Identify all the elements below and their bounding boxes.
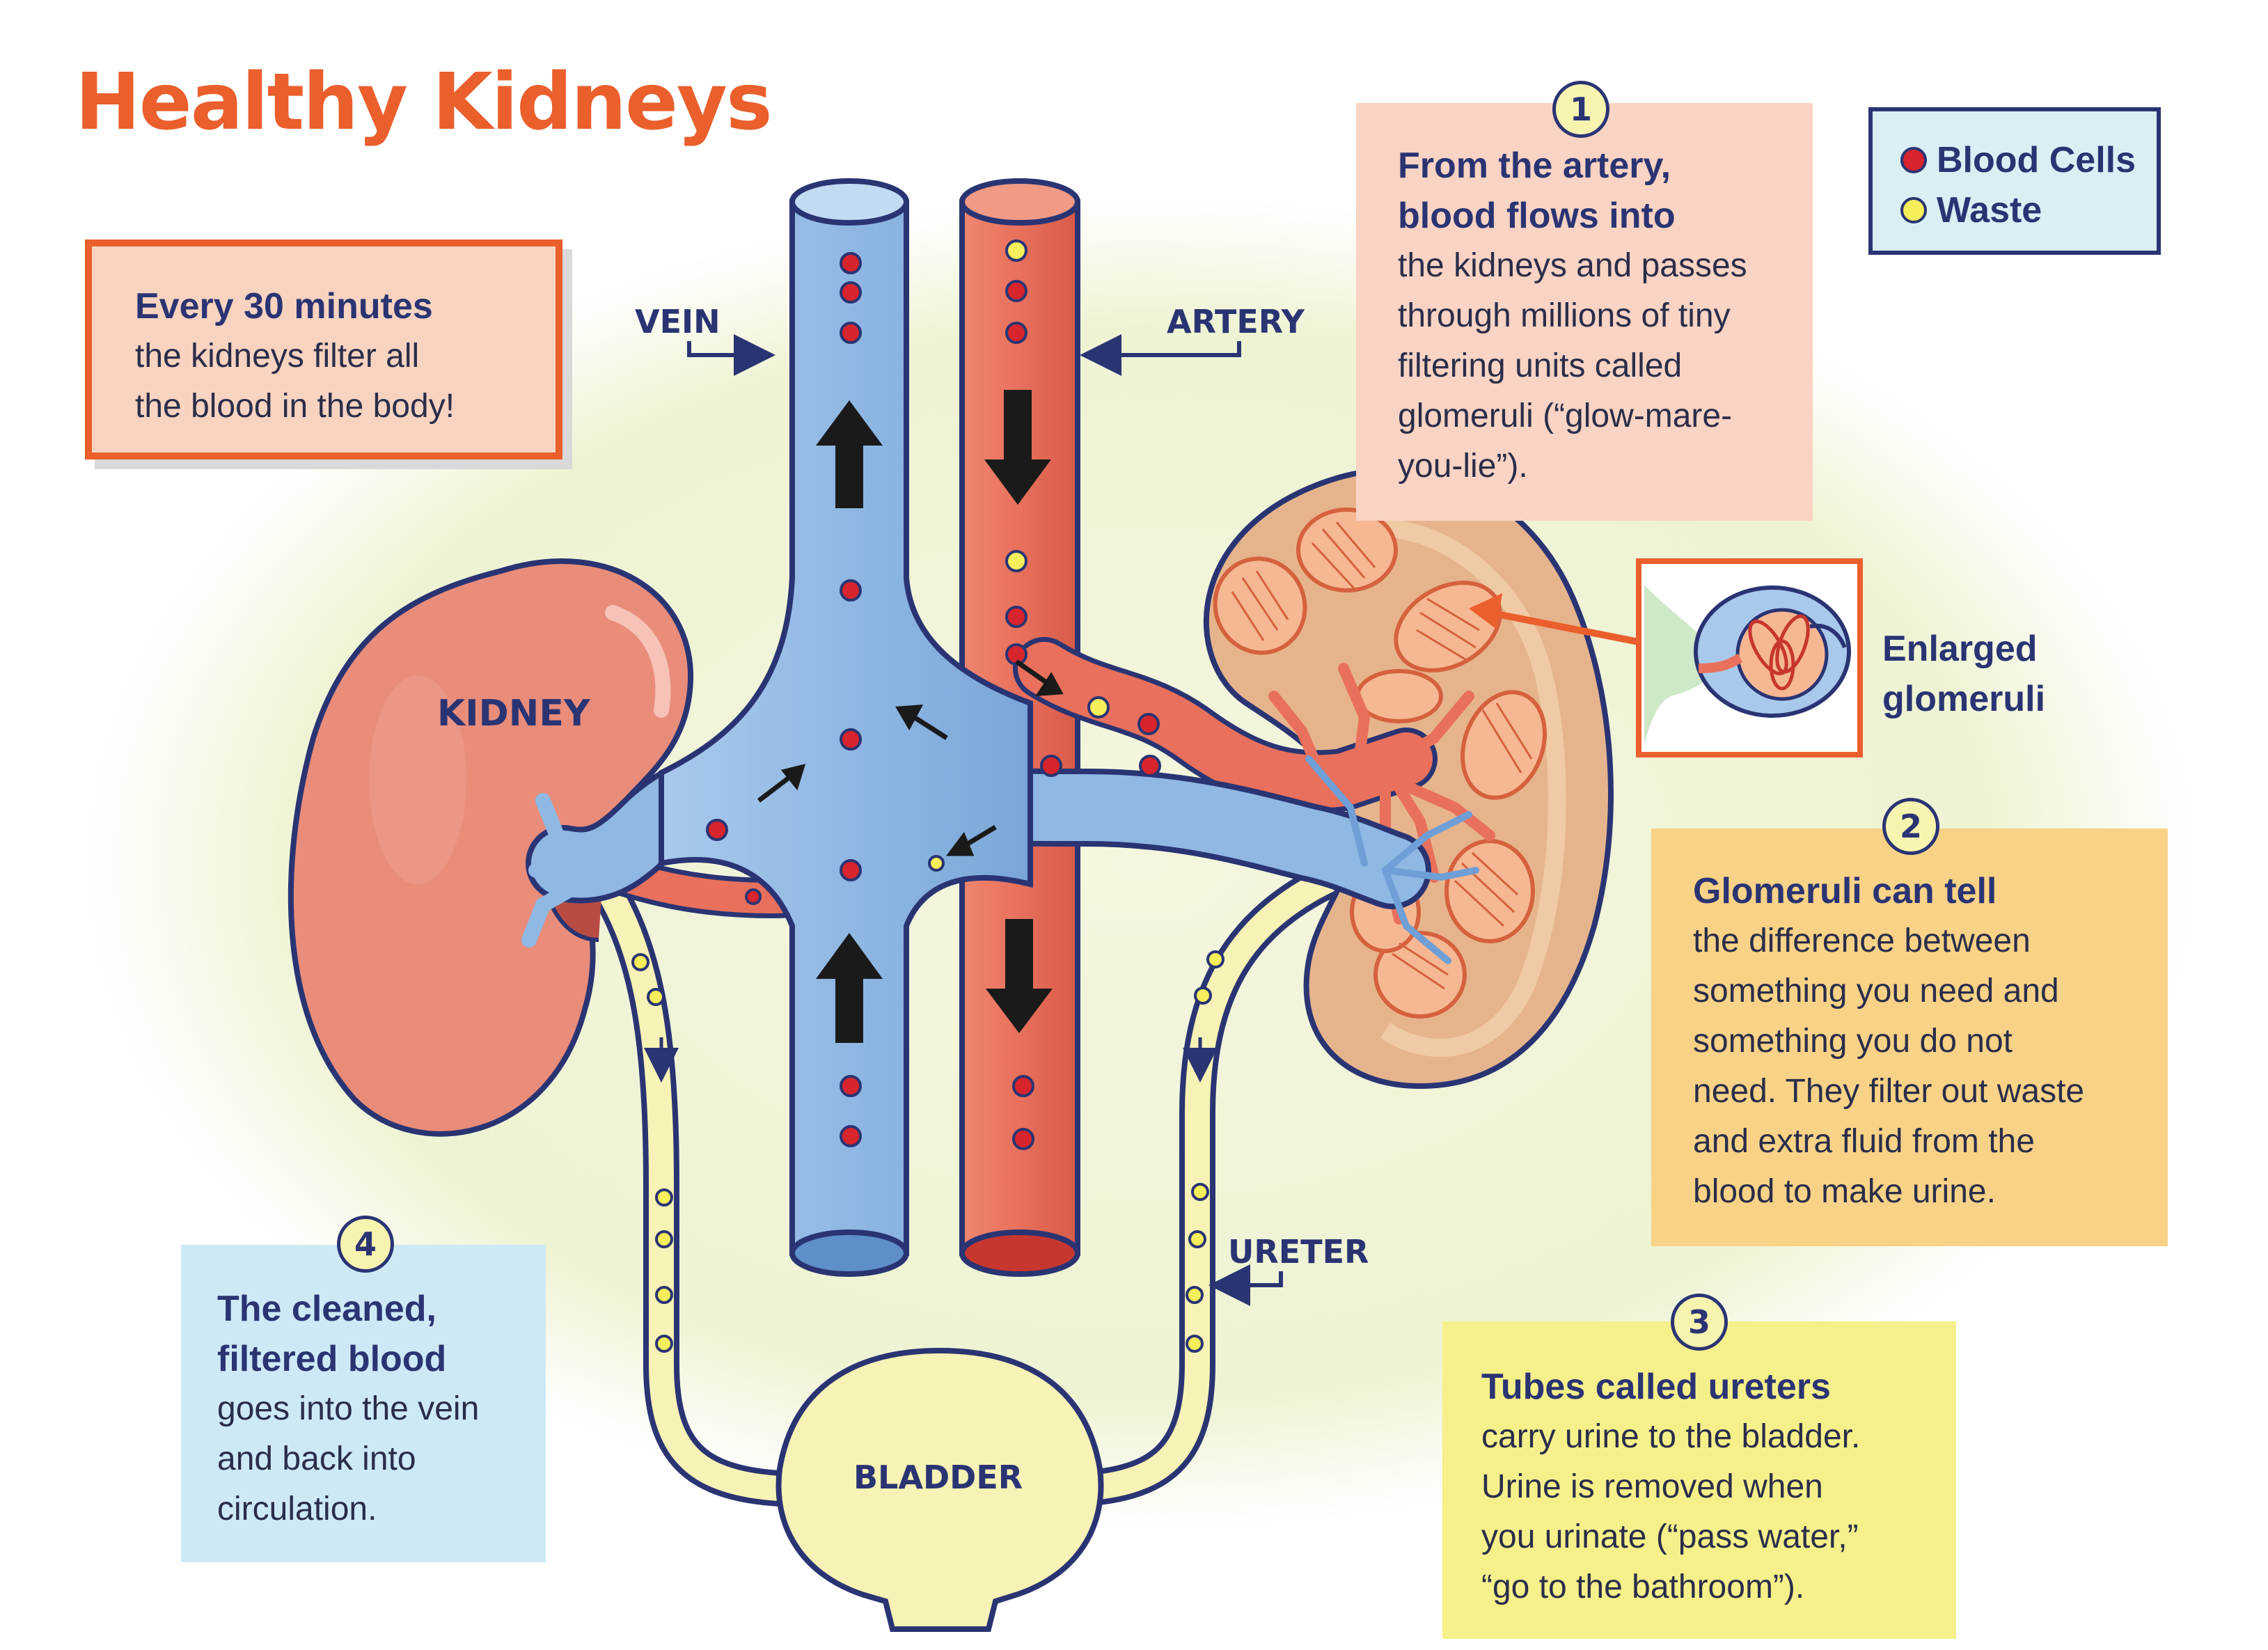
note-box-head: Every 30 minutes (135, 286, 433, 327)
label-bladder: BLADDER (853, 1459, 1023, 1496)
waste-dots (928, 239, 1110, 872)
step-4-head: The cleaned, (217, 1289, 436, 1329)
step-4-head: filtered blood (217, 1339, 447, 1379)
step-1-line: you-lie”). (1398, 448, 1528, 485)
step-3-line: carry urine to the bladder. (1481, 1418, 1861, 1455)
label-artery: ARTERY (1167, 303, 1305, 340)
step-4-line: and back into (217, 1440, 416, 1477)
legend-label: Waste (1937, 190, 2042, 230)
step-2-line: something you do not (1693, 1023, 2013, 1060)
enlarged-label-line: Enlarged (1882, 629, 2038, 669)
step-3-line: “go to the bathroom”). (1481, 1569, 1805, 1605)
step-2-line: the difference between (1693, 922, 2031, 959)
step-1-badge: 1 (1552, 81, 1609, 138)
step-2-line: need. They filter out waste (1693, 1073, 2085, 1110)
bladder (775, 1347, 1104, 1632)
step-1-head: blood flows into (1398, 196, 1676, 236)
step-2-line: blood to make urine. (1693, 1173, 1996, 1210)
step-3-badge: 3 (1671, 1294, 1728, 1351)
note-box: Every 30 minutes the kidneys filter all … (85, 239, 562, 459)
step-2-badge: 2 (1882, 798, 1939, 855)
label-kidney: KIDNEY (437, 693, 591, 734)
ureter-right (1026, 845, 1386, 1508)
step-1-line: through millions of tiny (1398, 297, 1731, 334)
step-3-line: Urine is removed when (1481, 1468, 1823, 1505)
legend-row-waste: Waste (1900, 185, 2157, 235)
pointer-arrows (687, 334, 1283, 1306)
enlarged-glomeruli-inset (1636, 558, 1863, 757)
artery-down-arrow-top (984, 390, 1051, 505)
artery-branch-right (1013, 637, 1495, 925)
legend: Blood Cells Waste (1868, 107, 2161, 255)
step-1-head: From the artery, (1398, 146, 1671, 186)
left-kidney (288, 558, 693, 1137)
note-box-line: the blood in the body! (135, 388, 455, 425)
legend-row-blood-cells: Blood Cells (1900, 135, 2157, 185)
waste-dot-icon (1900, 197, 1927, 223)
vein (521, 178, 1479, 1277)
step-4-badge: 4 (337, 1216, 394, 1273)
step-2-line: something you need and (1693, 973, 2059, 1009)
note-box-line: the kidneys filter all (135, 338, 420, 375)
blood-cell-dots (706, 252, 1161, 1150)
step-1-line: filtering units called (1398, 347, 1683, 384)
vein-up-arrow-top (816, 400, 883, 508)
page-title: Healthy Kidneys (75, 57, 773, 148)
step-1-line: glomeruli (“glow-mare- (1398, 398, 1733, 434)
step-2-line: and extra fluid from the (1693, 1123, 2035, 1160)
small-flow-arrows (757, 659, 1064, 856)
step-4-line: circulation. (217, 1491, 377, 1527)
flow-arrows (816, 390, 1053, 1043)
label-ureter: URETER (1228, 1233, 1369, 1271)
step-3-head: Tubes called ureters (1481, 1367, 1831, 1407)
step-2-head: Glomeruli can tell (1693, 871, 1997, 911)
enlarged-glomeruli-label: Enlarged glomeruli (1882, 624, 2045, 724)
inset-pointer-arrow (1489, 609, 1639, 645)
artery-down-arrow-bottom (986, 919, 1053, 1033)
step-4-box: The cleaned, filtered blood goes into th… (181, 1245, 546, 1562)
renal-pyramids (1213, 508, 1547, 1019)
ureter-flow-arrows (644, 1037, 1218, 1083)
step-1-line: the kidneys and passes (1398, 247, 1747, 284)
enlarged-label-line: glomeruli (1882, 679, 2046, 719)
ureter-waste-dots (631, 950, 1224, 1353)
vein-up-arrow-bottom (816, 933, 883, 1043)
label-vein: VEIN (635, 303, 720, 340)
step-3-box: Tubes called ureters carry urine to the … (1442, 1321, 1956, 1639)
blood-cell-dot-icon (1900, 147, 1927, 173)
step-2-box: Glomeruli can tell the difference betwee… (1651, 828, 2168, 1246)
legend-label: Blood Cells (1937, 140, 2136, 180)
step-3-line: you urinate (“pass water,” (1481, 1518, 1859, 1555)
step-1-box: From the artery, blood flows into the ki… (1356, 103, 1813, 521)
step-4-line: goes into the vein (217, 1390, 480, 1427)
